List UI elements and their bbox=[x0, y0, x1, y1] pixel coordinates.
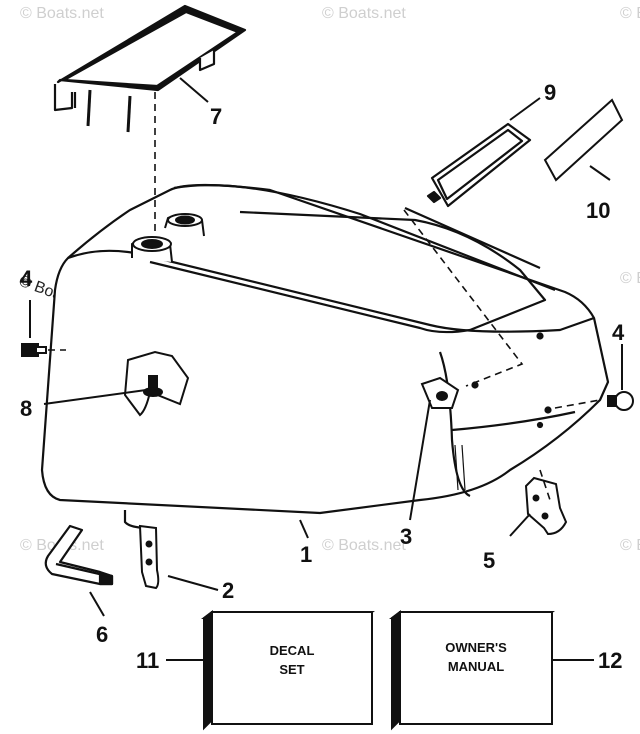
owners-manual-label-line2: MANUAL bbox=[448, 659, 504, 674]
watermark: © Boats.net bbox=[620, 270, 640, 287]
watermark: © Boats.net bbox=[322, 5, 406, 22]
decal-set-label-line1: DECAL bbox=[270, 643, 315, 658]
callout-10: 10 bbox=[586, 198, 610, 223]
watermark: © Boats.net bbox=[20, 5, 104, 22]
callout-5: 5 bbox=[483, 548, 495, 573]
part-11-decal-set-box: DECAL SET bbox=[201, 610, 375, 731]
part-6-handle bbox=[44, 524, 114, 586]
watermark: © Boats.net bbox=[620, 5, 640, 22]
callout-4-left: 4 bbox=[20, 266, 33, 291]
cover-posts bbox=[131, 213, 205, 263]
owners-manual-label-line1: OWNER'S bbox=[445, 640, 507, 655]
callout-2: 2 bbox=[222, 578, 234, 603]
callout-9: 9 bbox=[544, 80, 556, 105]
part-7-access-cover bbox=[53, 4, 247, 133]
part-10-decal bbox=[543, 98, 624, 182]
engine-cover bbox=[40, 183, 610, 530]
callout-8: 8 bbox=[20, 396, 32, 421]
callout-11: 11 bbox=[136, 648, 159, 673]
part-9-frame bbox=[426, 122, 532, 208]
part-4-grommet-right bbox=[607, 391, 634, 411]
leader-lines bbox=[29, 77, 623, 661]
part-12-owners-manual-box: OWNER'S MANUAL bbox=[389, 610, 555, 731]
callout-6: 6 bbox=[96, 622, 108, 647]
part-2-bracket bbox=[138, 524, 160, 590]
callout-3: 3 bbox=[400, 524, 412, 549]
watermark: © Boats.net bbox=[322, 537, 406, 554]
assembly-lines bbox=[48, 92, 601, 501]
part-8-plate-screw bbox=[123, 350, 190, 417]
watermark: © Boats.net bbox=[620, 537, 640, 554]
callout-4-right: 4 bbox=[612, 320, 625, 345]
part-5-latch-bracket bbox=[524, 476, 568, 536]
decal-set-label-line2: SET bbox=[279, 662, 304, 677]
callout-7: 7 bbox=[210, 104, 222, 129]
callout-12: 12 bbox=[598, 648, 622, 673]
callout-1: 1 bbox=[300, 542, 312, 567]
part-4-rivet-left bbox=[21, 343, 47, 357]
callout-numbers: 7 9 10 4 4 8 3 1 5 2 6 11 12 bbox=[20, 80, 625, 673]
